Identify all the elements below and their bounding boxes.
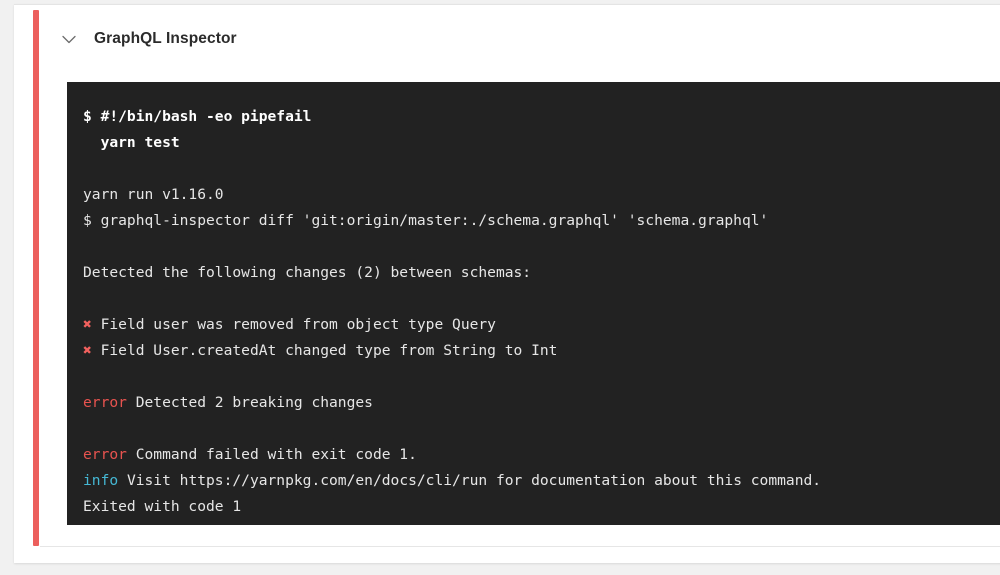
breaking-change-icon: ✖: [83, 342, 92, 359]
terminal-plain-text: yarn run v1.16.0: [83, 186, 224, 203]
terminal-command-text: $ #!/bin/bash -eo pipefail: [83, 108, 312, 125]
log-message-text: Command failed with exit code 1.: [126, 446, 417, 463]
log-message-text: Visit https://yarnpkg.com/en/docs/cli/ru…: [118, 472, 822, 489]
log-message-text: Detected 2 breaking changes: [126, 394, 373, 411]
breaking-change-icon: ✖: [83, 316, 92, 333]
log-level-error: error: [83, 394, 127, 411]
step-header-toggle[interactable]: GraphQL Inspector: [54, 15, 237, 63]
terminal-plain-text: Detected the following changes (2) betwe…: [83, 264, 532, 281]
failed-step-indicator: [33, 10, 39, 546]
job-step-card: GraphQL Inspector $ #!/bin/bash -eo pipe…: [14, 4, 1000, 563]
page-title: GraphQL Inspector: [94, 30, 237, 47]
terminal-plain-text: Exited with code 1: [83, 498, 242, 515]
terminal-line: [83, 286, 1000, 312]
terminal-line: Detected the following changes (2) betwe…: [83, 260, 1000, 286]
log-level-error: error: [83, 446, 127, 463]
terminal-command-text: yarn test: [83, 134, 180, 151]
terminal-line: $ graphql-inspector diff 'git:origin/mas…: [83, 208, 1000, 234]
terminal-line: yarn run v1.16.0: [83, 182, 1000, 208]
terminal-line: [83, 364, 1000, 390]
log-level-info: info: [83, 472, 119, 489]
breaking-change-text: Field User.createdAt changed type from S…: [91, 342, 558, 359]
terminal-line: ✖ Field User.createdAt changed type from…: [83, 338, 1000, 364]
terminal-line: $ #!/bin/bash -eo pipefail: [83, 104, 1000, 130]
terminal-line: [83, 234, 1000, 260]
terminal-line: error Detected 2 breaking changes: [83, 390, 1000, 416]
terminal-line: [83, 416, 1000, 442]
breaking-change-text: Field user was removed from object type …: [91, 316, 496, 333]
terminal-line: ✖ Field user was removed from object typ…: [83, 312, 1000, 338]
terminal-line: yarn test: [83, 130, 1000, 156]
terminal-line: info Visit https://yarnpkg.com/en/docs/c…: [83, 468, 1000, 494]
terminal-line: [83, 156, 1000, 182]
terminal-output-panel[interactable]: $ #!/bin/bash -eo pipefail yarn test yar…: [67, 82, 1000, 525]
card-divider: [40, 546, 1000, 547]
terminal-line: error Command failed with exit code 1.: [83, 442, 1000, 468]
terminal-plain-text: $ graphql-inspector diff 'git:origin/mas…: [83, 212, 769, 229]
terminal-line: Exited with code 1: [83, 494, 1000, 520]
terminal-log: $ #!/bin/bash -eo pipefail yarn test yar…: [83, 104, 1000, 520]
chevron-down-icon[interactable]: [54, 24, 84, 54]
